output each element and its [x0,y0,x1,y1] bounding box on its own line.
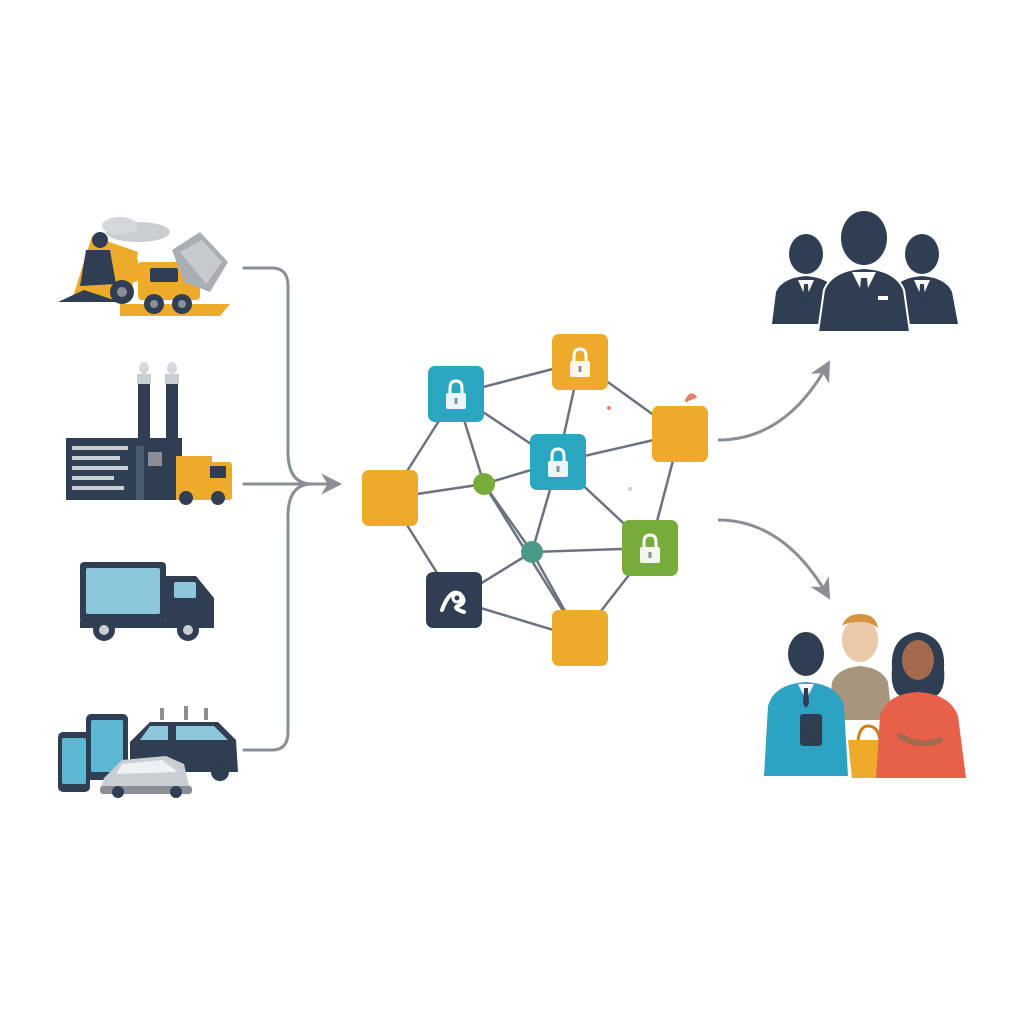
business-people-icon [772,211,958,333]
lock-icon [570,347,590,377]
node-n-yellow-left [362,470,418,526]
consumers-icon [764,614,966,778]
node-n-lock-green-right [622,520,678,576]
source-connectors [242,266,314,752]
node-n-navy-tool [426,572,482,628]
node-n-lock-yellow-top [552,334,608,390]
node-n-yellow-bottom [552,610,608,666]
lock-icon [548,447,568,477]
network-nodes [362,334,708,666]
devices-car-icon [58,706,238,798]
arrow-to-consumers [717,518,831,600]
lock-icon [446,379,466,409]
node-n-yellow-right [652,406,708,462]
excavator-truck-icon [58,217,230,316]
wrench-icon [440,590,466,614]
node-hub-green [473,473,495,495]
arrow-to-business [717,360,831,442]
lock-icon [640,533,660,563]
connector-mining [242,266,314,486]
decorative-specks [607,393,698,491]
node-hub-teal [521,541,543,563]
truck-icon [80,562,214,641]
connector-devices [242,482,314,752]
node-n-lock-teal-left [428,366,484,422]
factory-icon [66,362,232,505]
node-n-lock-teal-center [530,434,586,490]
